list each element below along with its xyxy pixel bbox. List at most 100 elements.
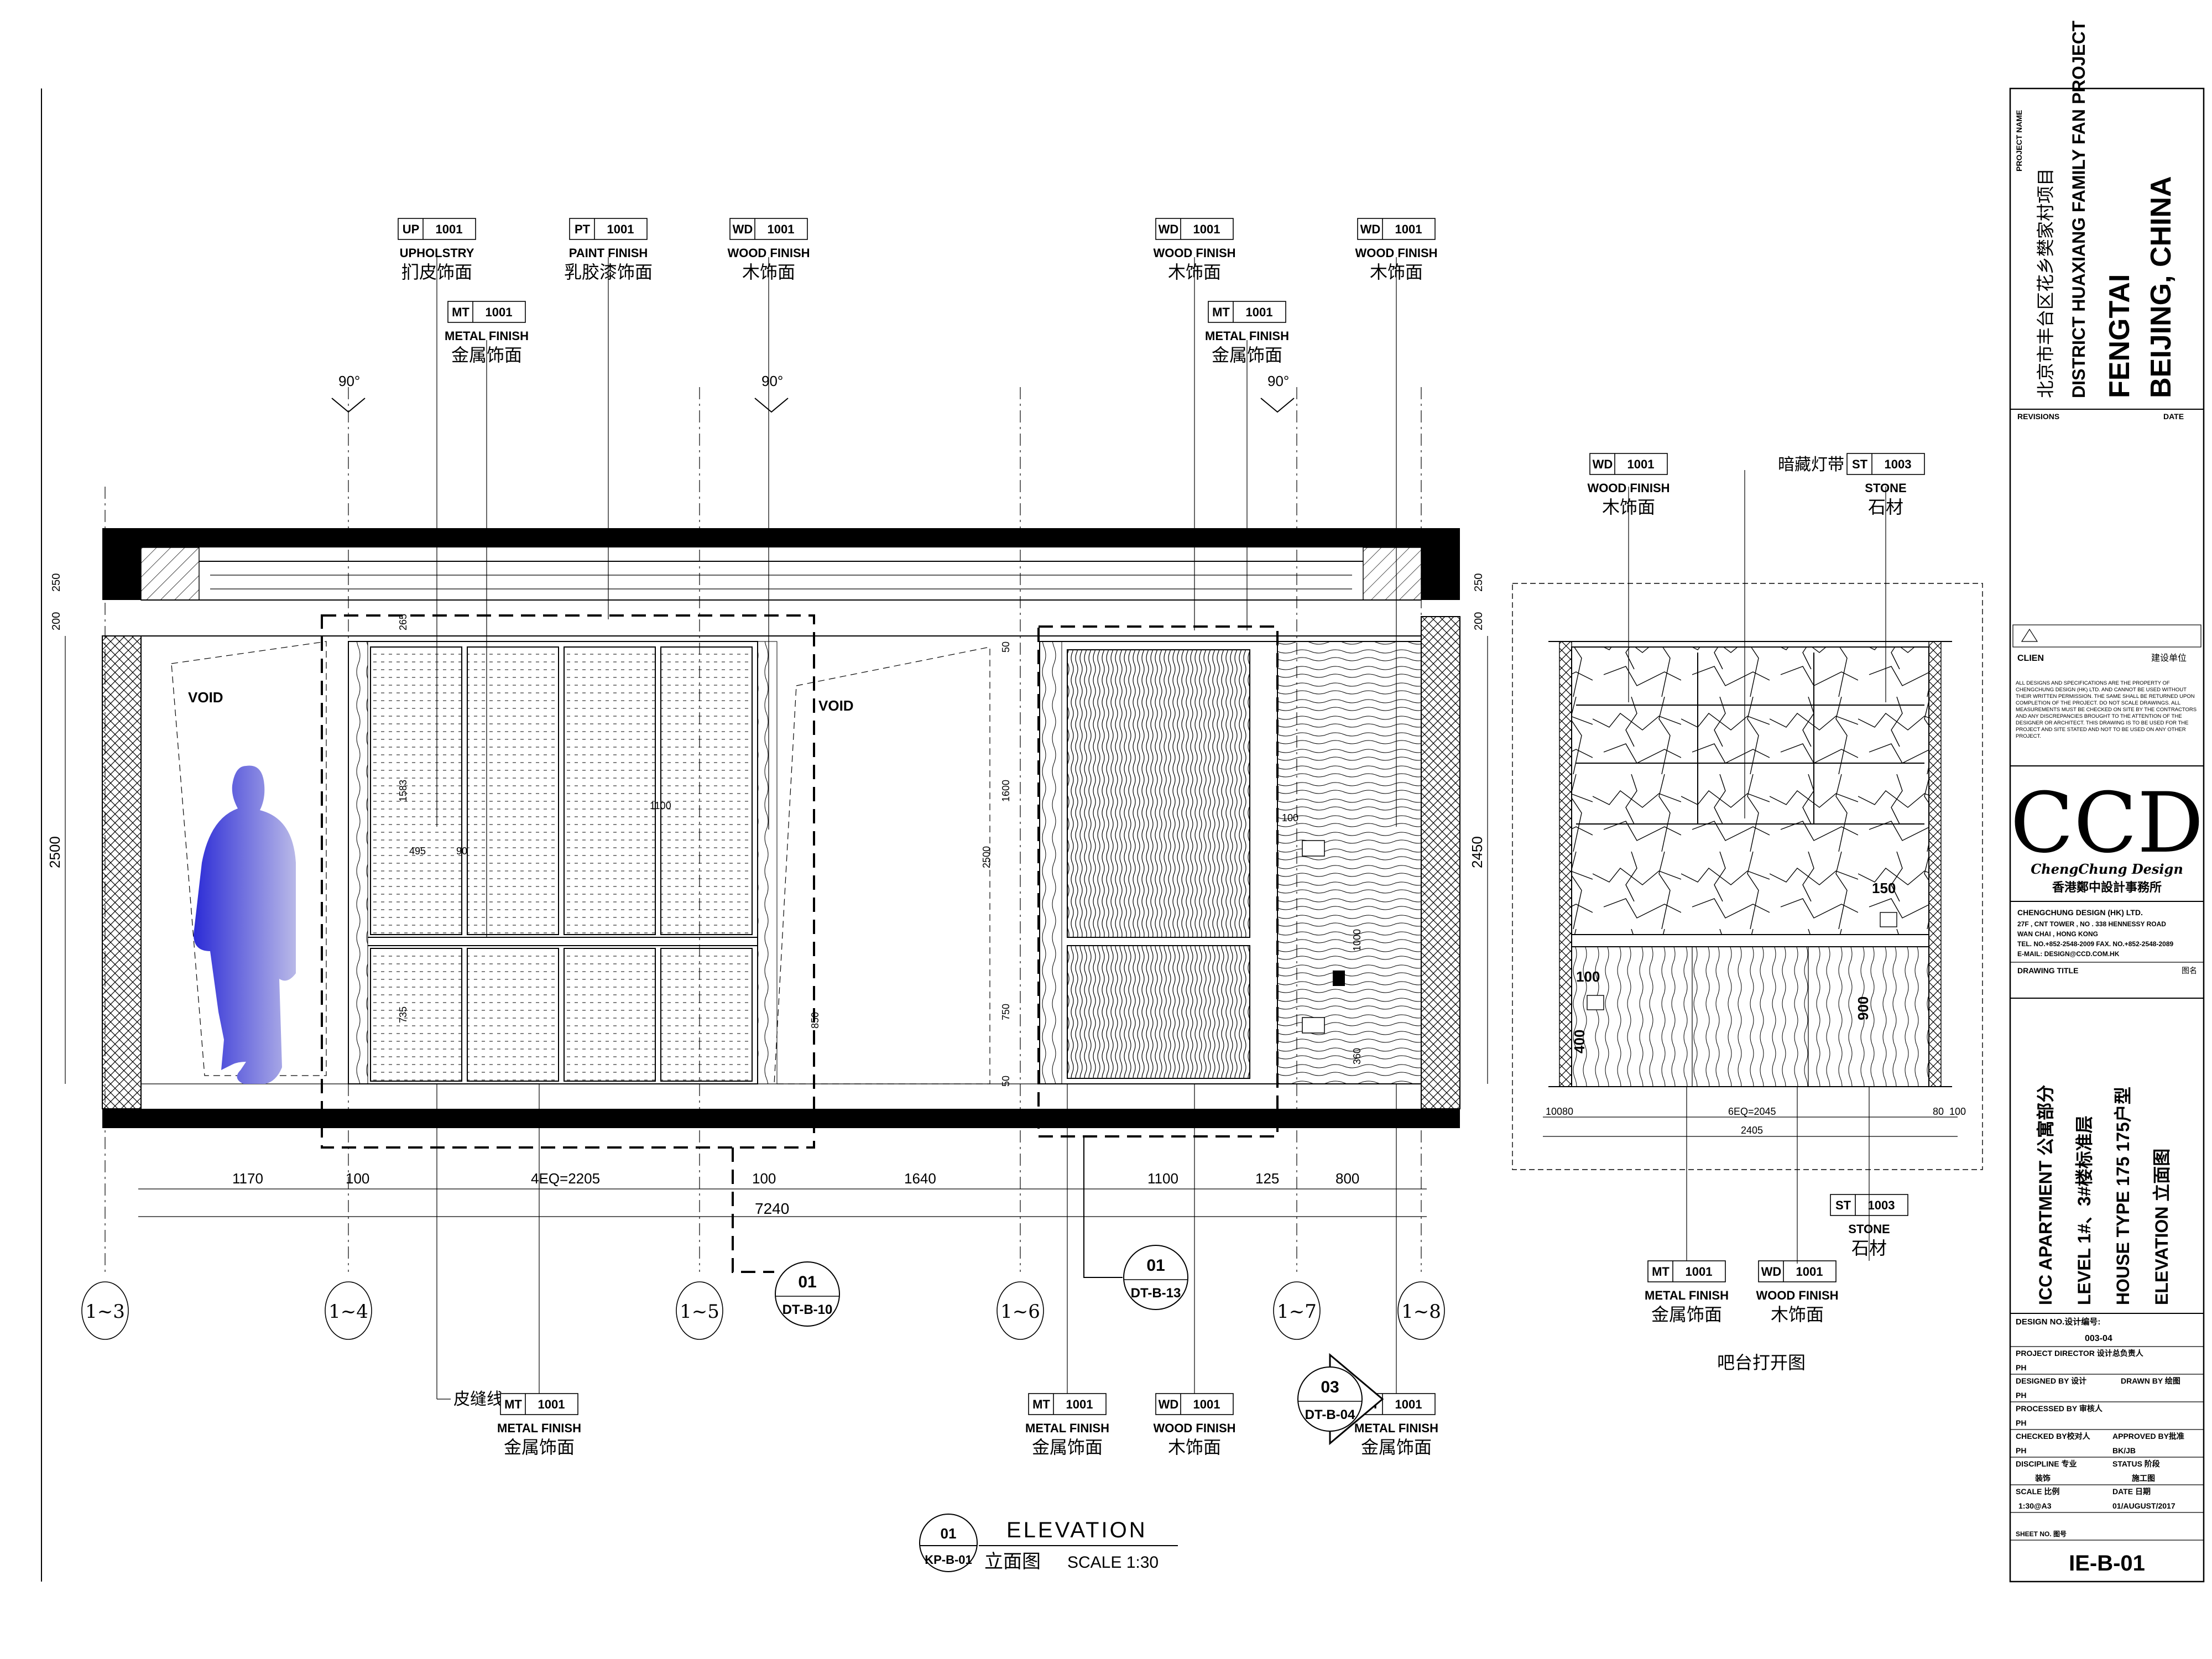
finish-tag-code: ST xyxy=(1835,1198,1851,1212)
finish-tag-number: 1001 xyxy=(1246,305,1273,319)
finish-tag-code: WD xyxy=(733,222,753,236)
svg-text:PH: PH xyxy=(2016,1446,2026,1455)
svg-text:003-04: 003-04 xyxy=(2085,1334,2112,1343)
tall-cabinet-slats-lower xyxy=(1067,945,1250,1079)
svg-text:27F , CNT TOWER , NO . 338 HEN: 27F , CNT TOWER , NO . 338 HENNESSY ROAD xyxy=(2017,920,2166,928)
svg-text:90°: 90° xyxy=(338,373,360,389)
finish-tag-label-cn: 金属饰面 xyxy=(1651,1304,1722,1325)
hatch-right-ceiling xyxy=(1363,547,1422,601)
svg-text:WAN CHAI , HONG KONG: WAN CHAI , HONG KONG xyxy=(2017,930,2098,938)
svg-text:400: 400 xyxy=(1571,1030,1588,1053)
svg-text:90°: 90° xyxy=(761,373,783,389)
leader-lines-top xyxy=(436,257,1397,937)
upholstery-panels-upper xyxy=(370,646,753,935)
project-city: FENGTAI xyxy=(2104,274,2136,398)
svg-text:香港鄭中設計事務所: 香港鄭中設計事務所 xyxy=(2052,880,2162,894)
stone-backsplash xyxy=(1571,646,1929,935)
finish-tag-code: ST xyxy=(1852,457,1868,471)
finish-tag-code: MT xyxy=(1212,305,1230,319)
horizontal-dimensions: 1170 100 4EQ=2205 100 1640 1100 125 800 … xyxy=(138,1170,1427,1217)
svg-text:100: 100 xyxy=(1949,1106,1966,1117)
upholstery-panel-lower-3 xyxy=(564,948,656,1082)
wall-right-top xyxy=(1421,528,1460,600)
svg-text:1583: 1583 xyxy=(398,780,409,802)
bar-open-view-title: 吧台打开图 xyxy=(1717,1352,1806,1373)
tall-cabinet-side-left xyxy=(1039,641,1062,1084)
svg-text:250: 250 xyxy=(50,573,62,592)
vertical-dimensions: 2500 2450 250 200 250 200 xyxy=(46,573,1488,1084)
svg-text:DISCIPLINE 专业: DISCIPLINE 专业 xyxy=(2016,1459,2077,1468)
project-name-en: DISTRICT HUAXIANG FAMILY FAN PROJECT xyxy=(2069,20,2089,398)
finish-tag-code: WD xyxy=(1159,222,1179,236)
grid-bubble: 1~6 xyxy=(997,1281,1044,1340)
svg-text:850: 850 xyxy=(810,1012,821,1029)
svg-text:施工图: 施工图 xyxy=(2132,1474,2155,1483)
svg-text:DRAWING TITLE: DRAWING TITLE xyxy=(2017,966,2078,975)
svg-text:01/AUGUST/2017: 01/AUGUST/2017 xyxy=(2112,1501,2176,1510)
svg-text:图名: 图名 xyxy=(2182,966,2197,975)
void-outline-left xyxy=(171,641,327,1076)
finish-tag-code: WD xyxy=(1761,1265,1782,1279)
svg-text:PH: PH xyxy=(2016,1418,2026,1427)
svg-text:125: 125 xyxy=(1255,1170,1279,1187)
svg-text:PH: PH xyxy=(2016,1363,2026,1372)
finish-tag-code: PT xyxy=(575,222,591,236)
svg-text:200: 200 xyxy=(50,612,62,630)
angle-markers: 90° 90° 90° xyxy=(331,373,1295,413)
finish-tag-number: 1001 xyxy=(607,222,634,236)
project-name-cn: 北京市丰台区花乡樊家村项目 xyxy=(2035,168,2056,398)
finish-tag-number: 1001 xyxy=(1395,1397,1422,1411)
finish-tag-label-cn: 金属饰面 xyxy=(451,345,522,366)
finish-tag-code: UP xyxy=(403,222,420,236)
svg-text:1:30@A3: 1:30@A3 xyxy=(2018,1501,2052,1510)
bar-counter-base xyxy=(1571,946,1929,1087)
finish-tag-label-en: PAINT FINISH xyxy=(569,246,648,260)
svg-text:SHEET NO. 图号: SHEET NO. 图号 xyxy=(2016,1530,2067,1538)
section-ref-code: DT-B-13 xyxy=(1131,1286,1181,1301)
ccd-logo: CCD xyxy=(2010,775,2204,872)
svg-text:DRAWN BY 绘图: DRAWN BY 绘图 xyxy=(2121,1376,2180,1385)
svg-text:PROCESSED BY 审核人: PROCESSED BY 审核人 xyxy=(2016,1404,2103,1413)
finish-tag-code: MT xyxy=(1032,1397,1050,1411)
bar-counter-elevation: 暗藏灯带 100 80 6EQ=2045 80 100 2405 150 100… xyxy=(1512,455,1983,1373)
svg-text:1100: 1100 xyxy=(1147,1170,1178,1187)
svg-text:1600: 1600 xyxy=(1000,780,1011,802)
dashed-detail-box-1 xyxy=(321,614,815,1149)
finish-tag-number: 1001 xyxy=(1395,222,1422,236)
svg-text:800: 800 xyxy=(1335,1170,1359,1187)
svg-text:1170: 1170 xyxy=(232,1170,263,1187)
drawing-scale: SCALE 1:30 xyxy=(1067,1553,1159,1572)
project-country: BEIJING, CHINA xyxy=(2145,176,2177,398)
svg-text:2405: 2405 xyxy=(1741,1125,1763,1136)
svg-text:1640: 1640 xyxy=(904,1170,936,1187)
finish-tag-label-en: METAL FINISH xyxy=(497,1421,581,1435)
grid-bubble-label: 1~3 xyxy=(85,1301,125,1323)
finish-tag-code: MT xyxy=(452,305,469,319)
void-outline-mid xyxy=(774,646,990,1084)
section-ref-code: DT-B-10 xyxy=(782,1302,833,1317)
grid-bubble-label: 1~8 xyxy=(1401,1301,1441,1323)
svg-text:100: 100 xyxy=(752,1170,776,1187)
svg-text:100: 100 xyxy=(1546,1106,1562,1117)
finish-tag-number: 1001 xyxy=(1193,222,1220,236)
svg-text:50: 50 xyxy=(1000,1076,1011,1087)
human-scale-figure xyxy=(194,765,296,1084)
finish-tag-number: 1001 xyxy=(1627,457,1655,471)
finish-tag-label-en: WOOD FINISH xyxy=(1355,246,1437,260)
finish-tag-label-en: WOOD FINISH xyxy=(1756,1288,1838,1302)
finish-tag-label-en: METAL FINISH xyxy=(1354,1421,1438,1435)
svg-text:900: 900 xyxy=(1855,997,1871,1020)
upholstery-panel-lower-1 xyxy=(370,948,462,1082)
svg-text:CHENGCHUNG DESIGN (HK) LTD.: CHENGCHUNG DESIGN (HK) LTD. xyxy=(2017,908,2143,917)
bar-counter-top xyxy=(1571,934,1929,947)
ceiling-slab xyxy=(102,528,1460,547)
svg-text:KP-B-01: KP-B-01 xyxy=(925,1553,972,1567)
finish-tag-label-en: WOOD FINISH xyxy=(727,246,810,260)
finish-tag-code: WD xyxy=(1593,457,1613,471)
grid-bubble: 1~4 xyxy=(325,1281,372,1340)
